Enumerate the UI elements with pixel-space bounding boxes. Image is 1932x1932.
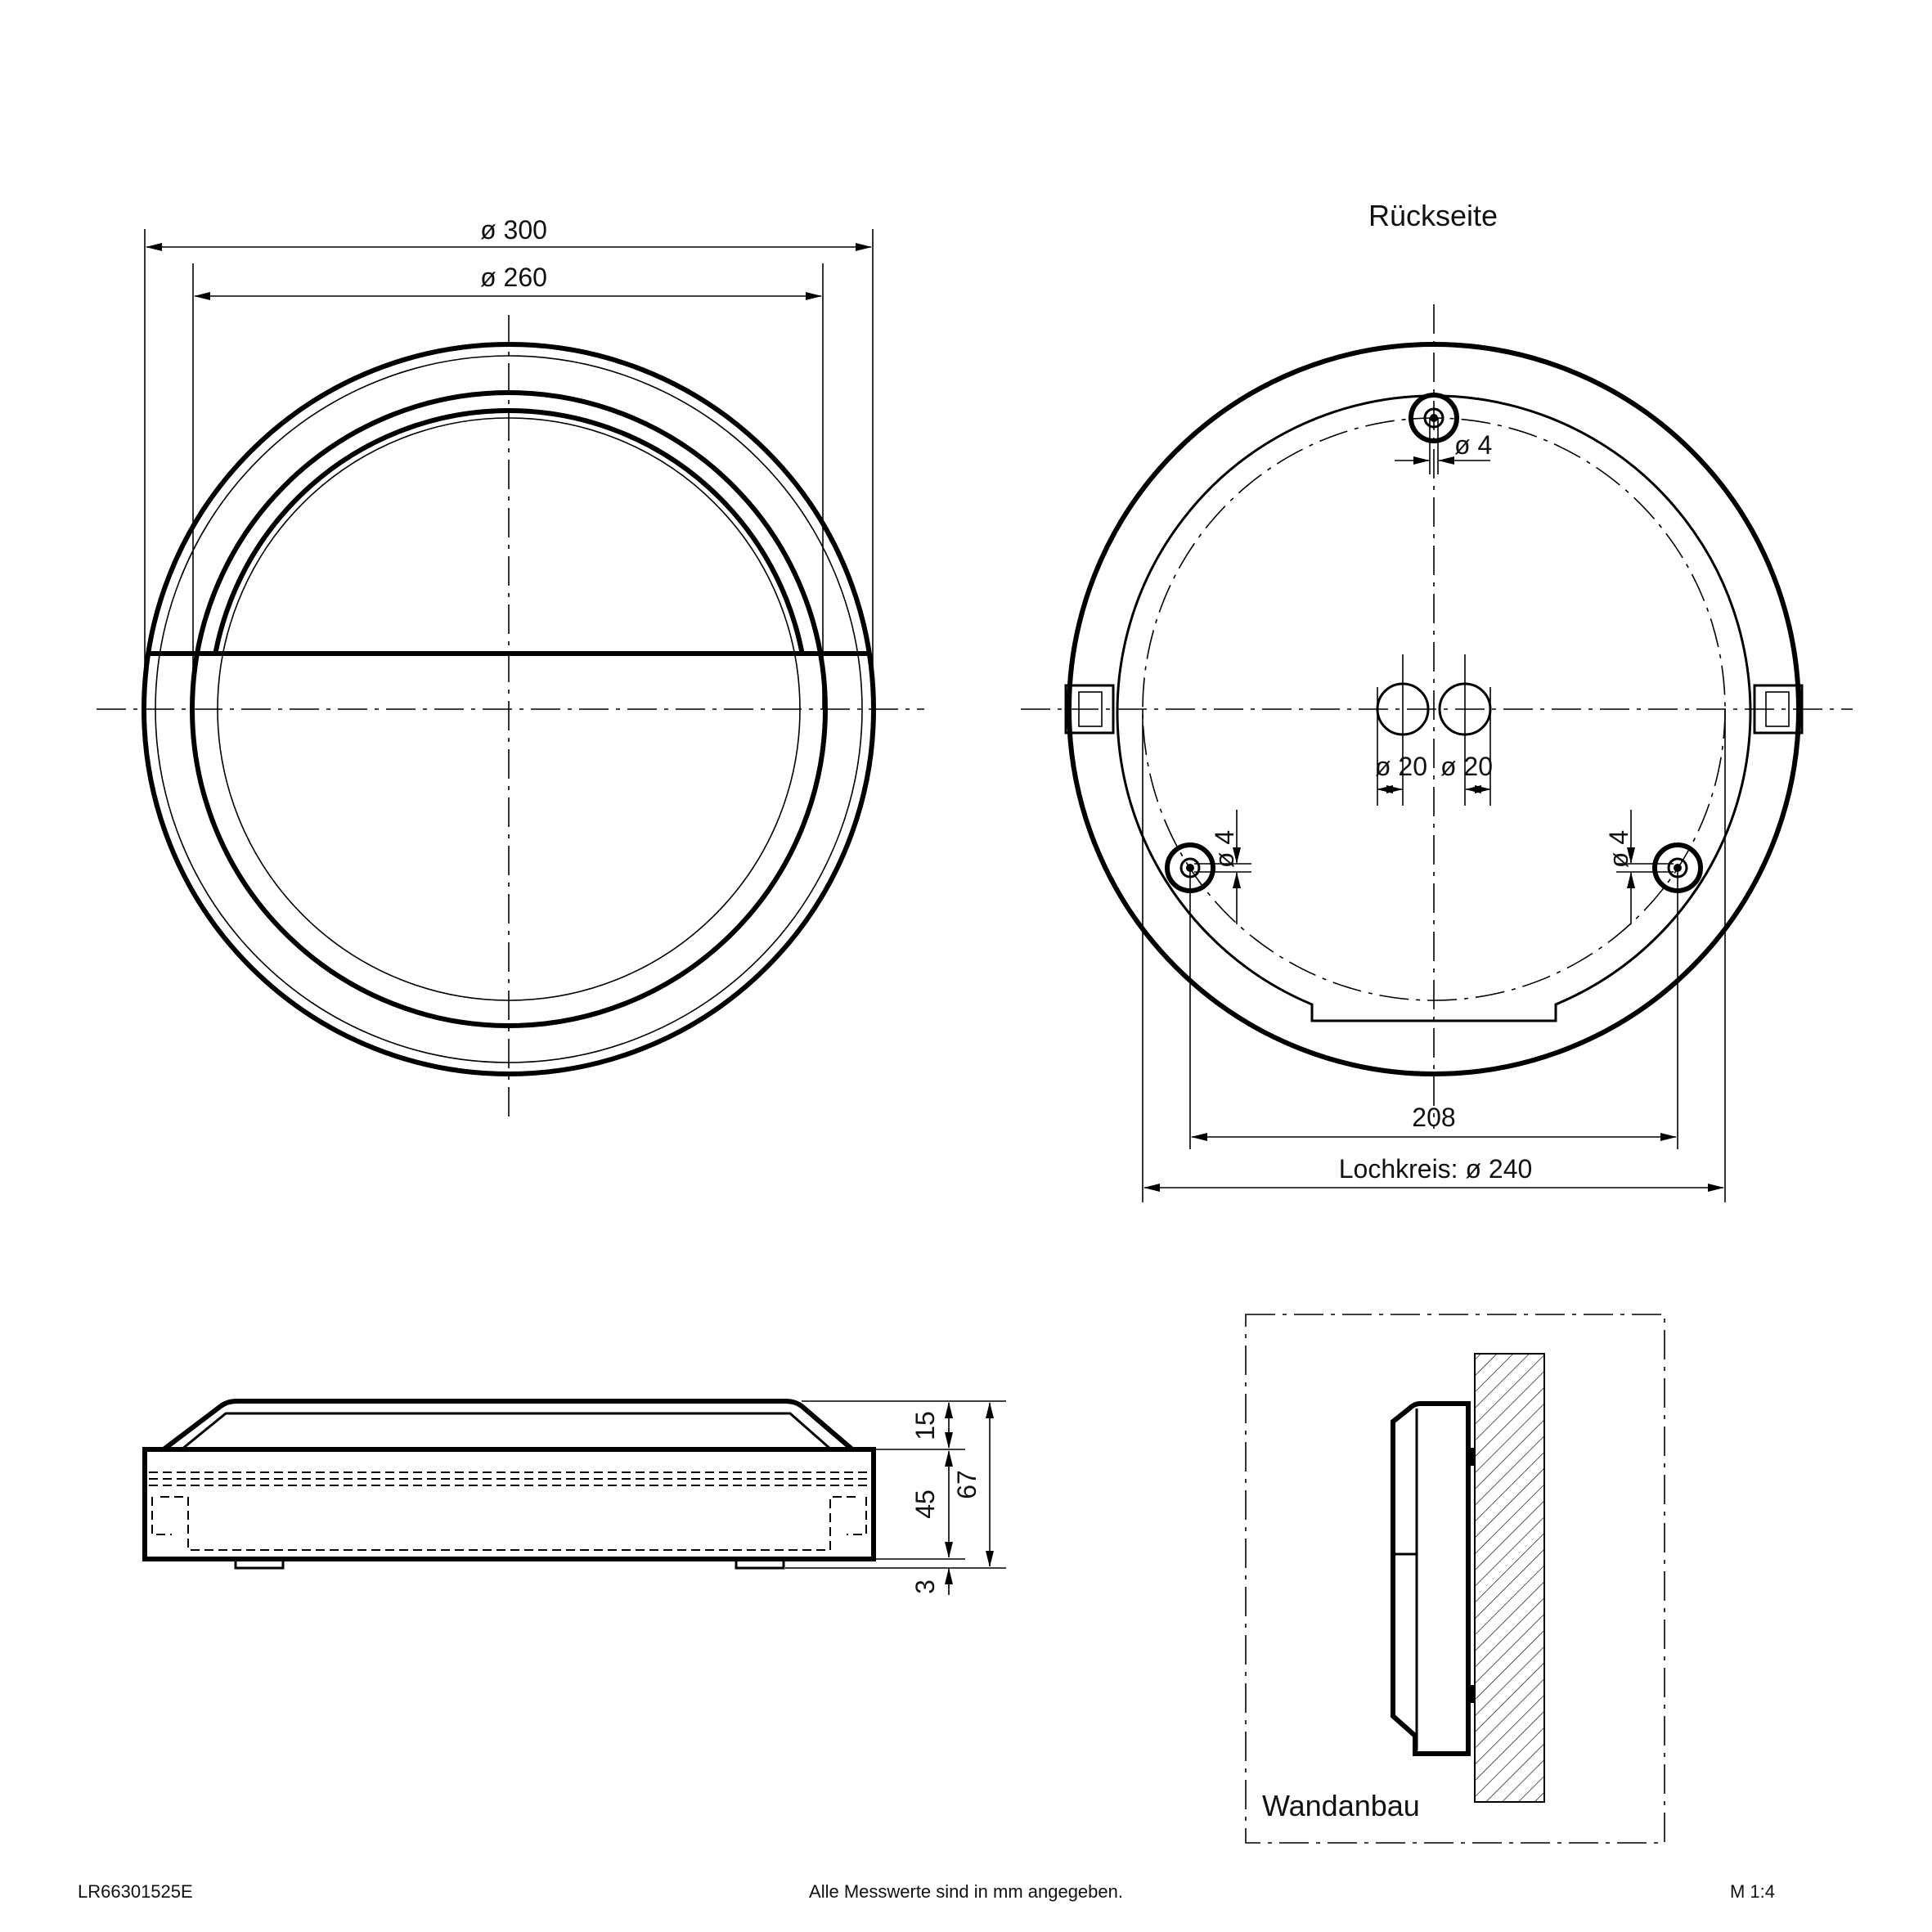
dim-foot-height: 3	[910, 1579, 940, 1594]
clip-right	[1753, 684, 1804, 735]
housing-body	[142, 1447, 876, 1561]
bolt-circle-diameter: Lochkreis: ø 240	[1339, 1154, 1533, 1184]
hidden-clip-right	[847, 1497, 867, 1535]
mounting-view: Wandanbau	[1245, 1314, 1665, 1844]
diffuser-profile-outer	[162, 1399, 854, 1452]
diffuser-profile-inner	[181, 1412, 832, 1451]
dim-hole-spacing: 208	[1412, 1103, 1455, 1132]
mounting-hole-top	[1409, 393, 1459, 443]
dim-outer-diameter: ø 300	[480, 215, 547, 245]
housing-inner-edge	[155, 355, 863, 1063]
wall-bracket-bottom	[1468, 1685, 1475, 1703]
back-view: Rückseite	[1021, 199, 1853, 1202]
right-hole-diameter: ø 4	[1604, 830, 1633, 868]
clip-left	[1064, 684, 1115, 735]
dim-total-height: 67	[952, 1470, 982, 1499]
clip-right-inner	[1765, 691, 1790, 727]
scale-label: M 1:4	[1730, 1881, 1775, 1902]
footer: LR66301525E Alle Messwerte sind in mm an…	[78, 1881, 1775, 1902]
hidden-inner-body	[160, 1496, 858, 1551]
diffuser-ring-inner	[217, 417, 801, 1001]
side-view: 15 45 67 3	[142, 1399, 1006, 1595]
mounting-frame	[1245, 1314, 1665, 1844]
entry-left-diameter: ø 20	[1375, 752, 1427, 781]
dim-top-height: 15	[910, 1411, 940, 1440]
hidden-clip-left	[151, 1497, 172, 1535]
diffuser-ring-outer	[190, 390, 828, 1028]
back-view-title: Rückseite	[1368, 199, 1498, 232]
article-number: LR66301525E	[78, 1881, 193, 1902]
foot-left	[234, 1557, 285, 1570]
foot-right	[735, 1557, 785, 1570]
cable-entry-left	[1376, 654, 1430, 806]
measurement-note: Alle Messwerte sind in mm angegeben.	[809, 1881, 1123, 1902]
back-inner-contour	[1116, 394, 1752, 1022]
cable-entry-right	[1438, 654, 1492, 806]
front-view: ø 300 ø 260	[97, 215, 924, 1121]
mounting-label: Wandanbau	[1262, 1789, 1420, 1822]
luminaire-side-profile	[1391, 1401, 1471, 1756]
top-hole-diameter: ø 4	[1454, 430, 1492, 460]
dim-body-height: 45	[910, 1489, 940, 1519]
visor-arc	[213, 408, 805, 654]
housing-outer-circle	[142, 342, 876, 1076]
wall-section	[1474, 1353, 1545, 1803]
entry-right-diameter: ø 20	[1440, 752, 1493, 781]
clip-left-inner	[1078, 691, 1103, 727]
left-hole-diameter: ø 4	[1210, 830, 1239, 868]
back-outer-circle	[1067, 342, 1801, 1076]
dim-inner-diameter: ø 260	[480, 263, 547, 292]
wall-bracket-top	[1468, 1448, 1475, 1466]
